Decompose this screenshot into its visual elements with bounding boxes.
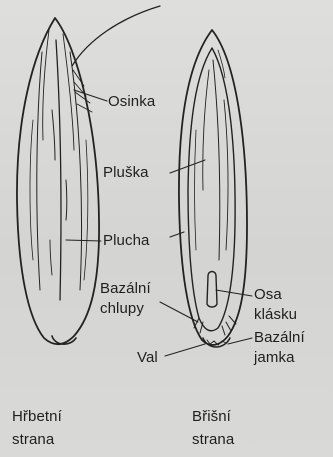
ventral-grain-illustration [179,30,247,347]
label-val: Val [137,348,158,368]
rachilla-shape [207,272,217,308]
dorsal-grain-illustration [17,18,99,344]
leader-val [165,344,205,356]
label-pluska: Pluška [103,163,149,183]
leader-bazalni-jamka [228,338,252,344]
caption-hrbetni-strana: Hřbetní strana [12,405,92,451]
leader-osa-klasku [216,290,252,296]
leader-osinka [74,90,107,101]
leader-plucha-left [66,240,101,241]
label-osinka: Osinka [108,92,155,112]
label-bazalni-jamka: Bazální jamka [254,328,324,368]
leader-plucha-right [170,232,184,237]
label-bazalni-chlupy: Bazální chlupy [100,279,170,319]
awn-line [72,6,160,66]
caption-brisni-strana: Břišní strana [192,405,272,451]
ventral-grain-outline [179,30,247,345]
label-osa-klasku: Osa klásku [254,285,324,325]
leader-pluska [170,160,205,173]
label-plucha: Plucha [103,231,149,251]
